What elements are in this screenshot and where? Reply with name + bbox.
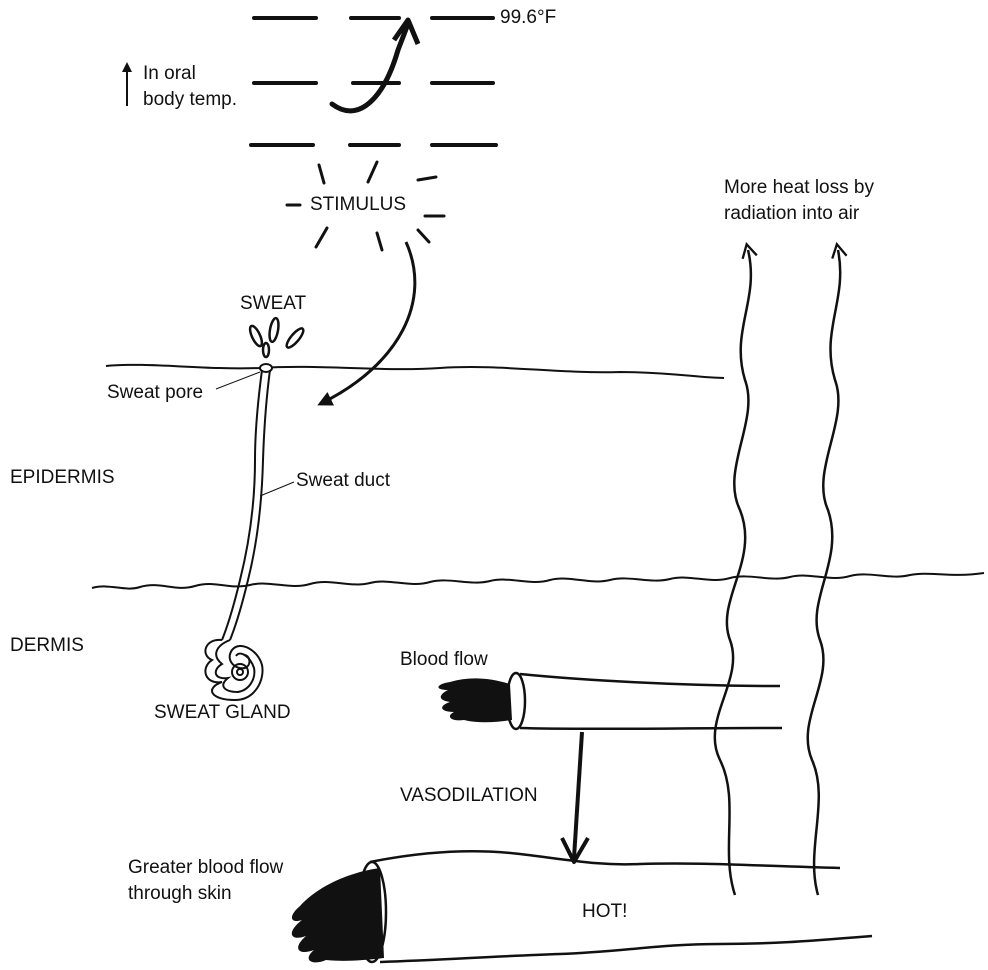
stimulus-label: STIMULUS (310, 193, 406, 217)
temperature-change-label-line1: In oral (143, 62, 196, 86)
sweat-duct (222, 370, 270, 640)
vasodilation-label: VASODILATION (400, 784, 538, 808)
heat-loss-label-line2: radiation into air (724, 202, 859, 226)
vasodilation-arrow-icon (574, 732, 582, 858)
sweat-duct-label: Sweat duct (296, 469, 390, 493)
greater-flow-hand-icon (292, 868, 384, 962)
heat-radiation-arrow-left-icon (715, 250, 751, 895)
stimulus-arrow-icon (320, 242, 415, 404)
epidermis-label: EPIDERMIS (10, 466, 115, 490)
blood-flow-label: Blood flow (400, 648, 488, 672)
temperature-scale-lines (251, 18, 496, 145)
greater-flow-label-line2: through skin (128, 882, 232, 906)
small-blood-vessel (507, 673, 782, 729)
blood-flow-hand-icon (438, 678, 512, 722)
skin-surface (106, 365, 724, 378)
sweat-duct-leader (260, 482, 294, 496)
sweat-gland-coil (205, 640, 262, 700)
sweat-pore-leader (216, 372, 260, 389)
sweat-gland-label: SWEAT GLAND (154, 701, 291, 725)
heat-loss-label-line1: More heat loss by (724, 176, 874, 200)
up-arrow-icon (120, 62, 134, 106)
dermis-boundary (92, 573, 984, 589)
dermis-label: DERMIS (10, 634, 84, 658)
sweat-drops (248, 317, 306, 357)
temperature-reading: 99.6°F (500, 6, 556, 30)
sweat-label: SWEAT (240, 292, 306, 316)
greater-flow-label-line1: Greater blood flow (128, 856, 283, 880)
sweat-pore-label: Sweat pore (107, 381, 203, 405)
temperature-change-label-line2: body temp. (143, 88, 237, 112)
hot-label: HOT! (582, 900, 627, 924)
heat-radiation-arrow-right-icon (808, 250, 841, 895)
